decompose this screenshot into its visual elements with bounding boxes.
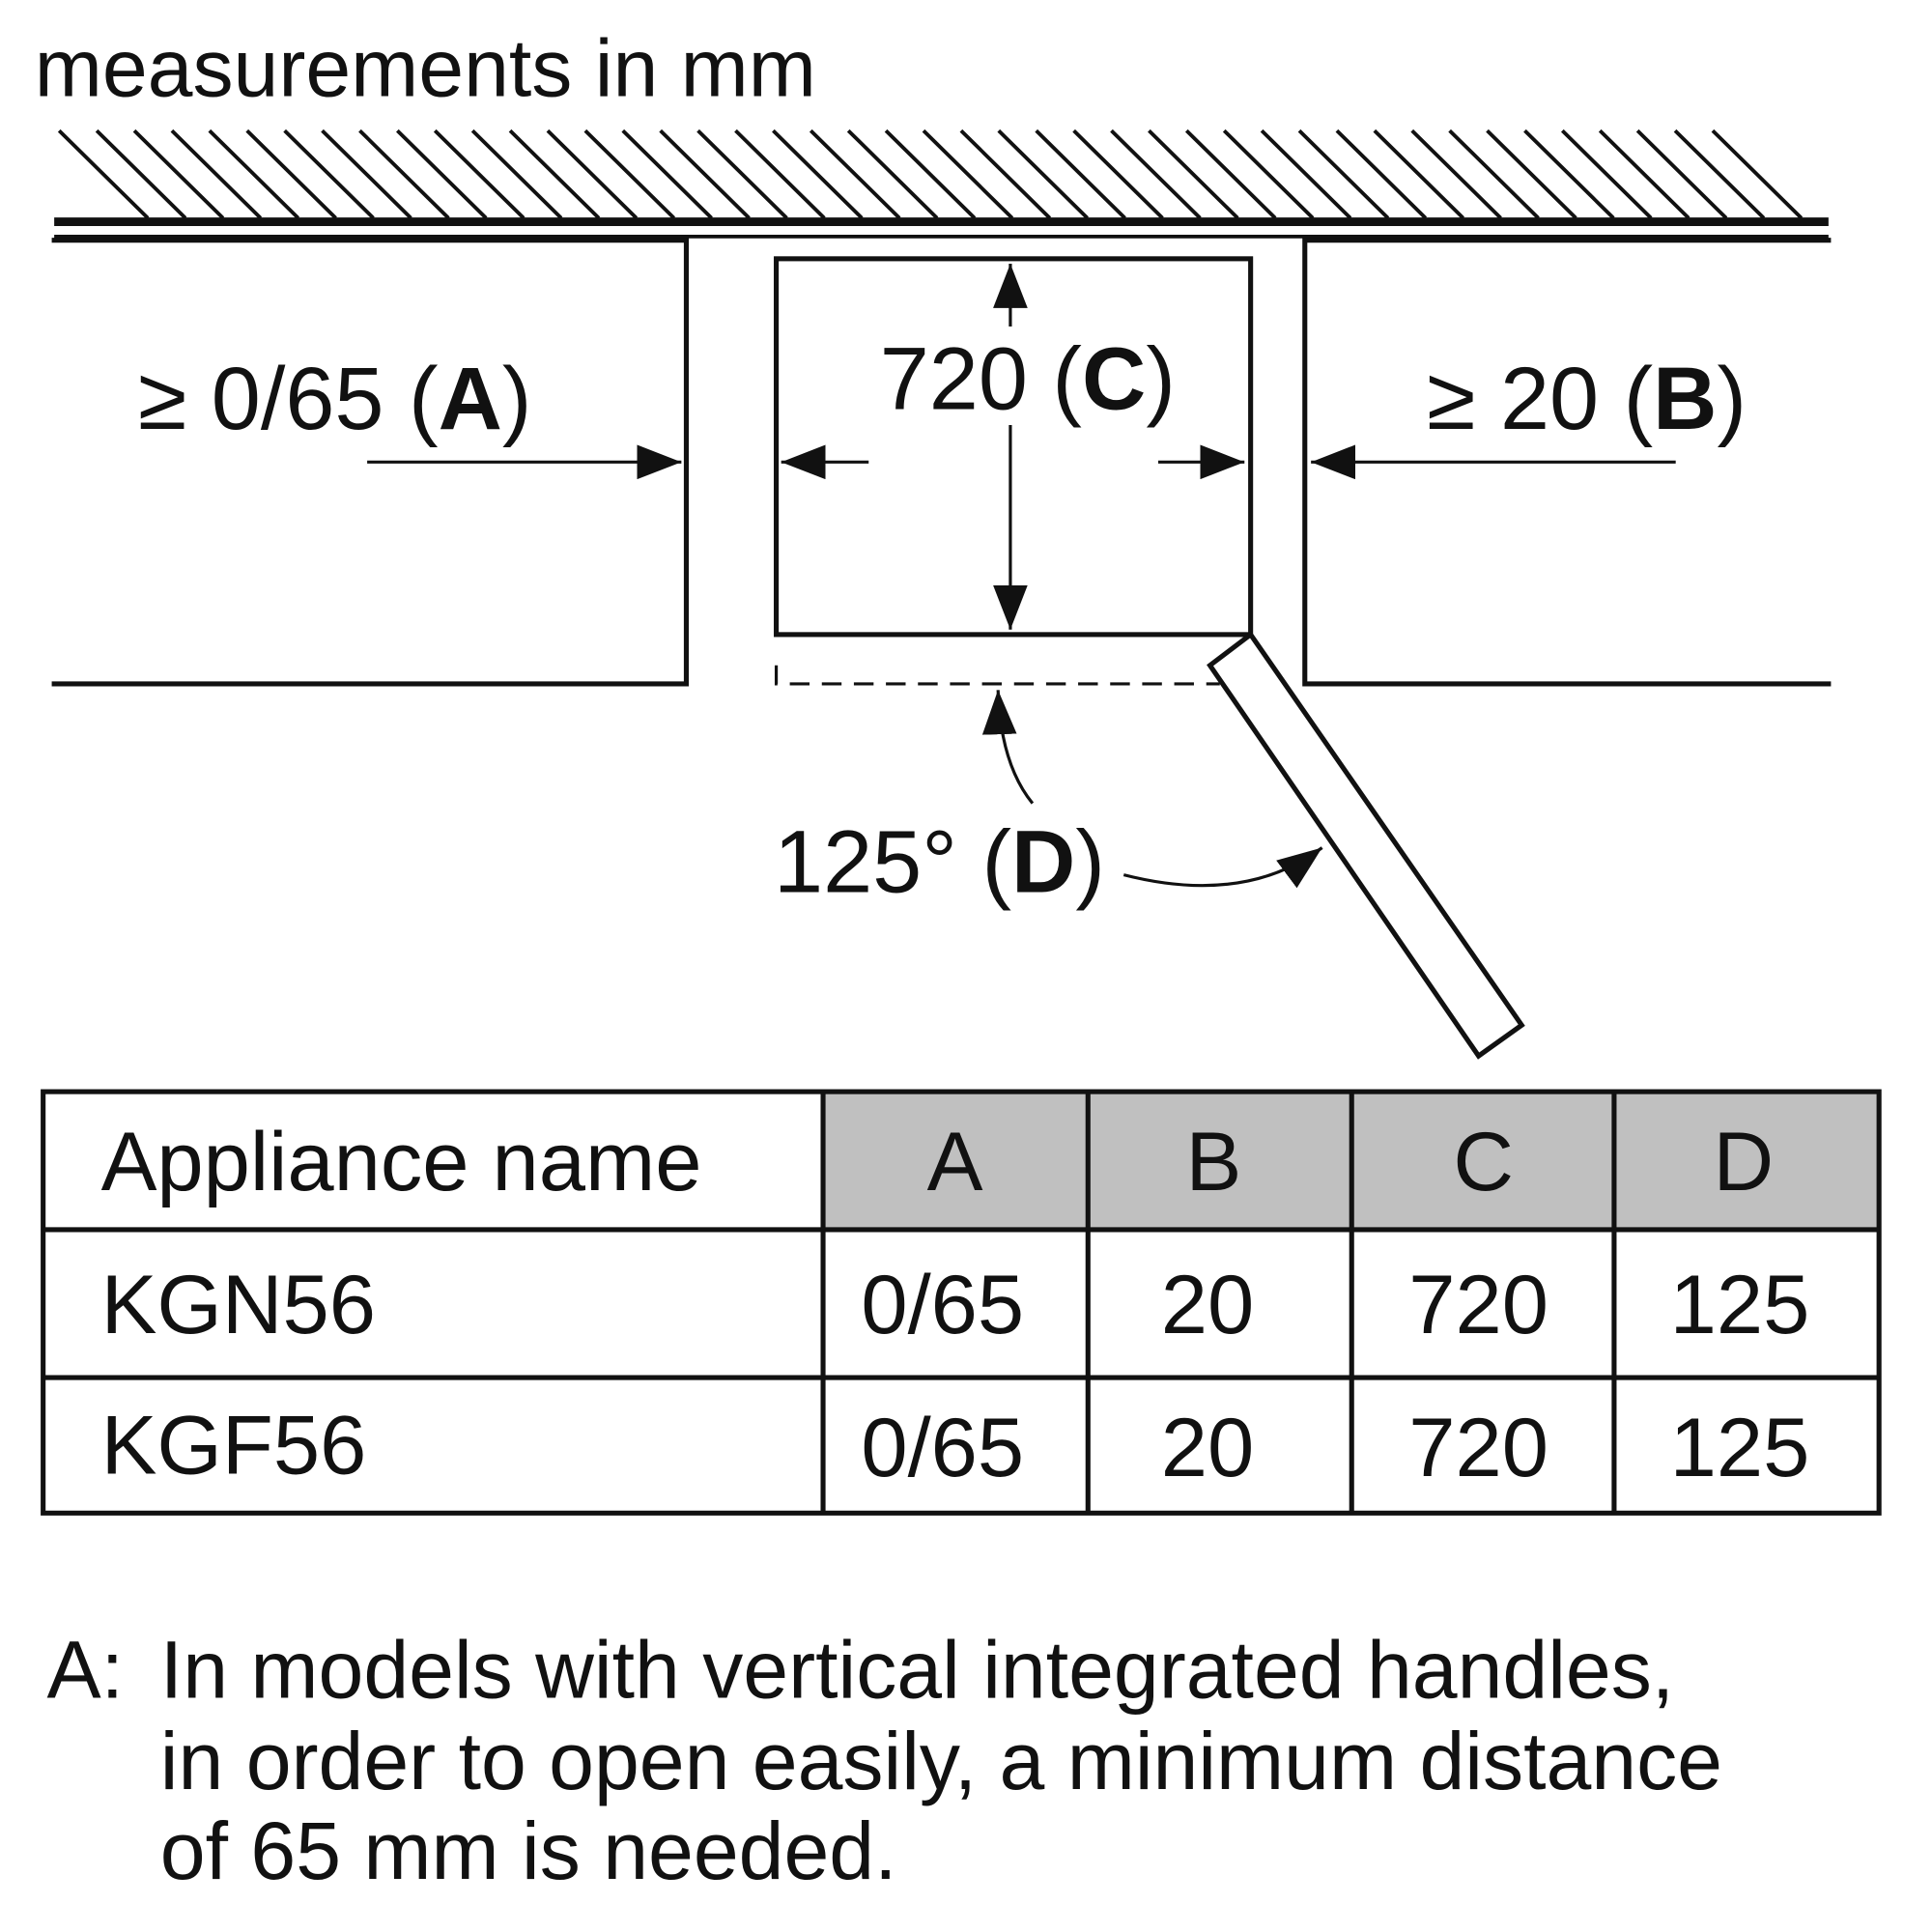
hatch-line <box>245 128 337 220</box>
hatch-line <box>734 128 826 220</box>
arrow-d-end <box>1122 846 1323 889</box>
hatch-line <box>696 128 788 220</box>
header-d: D <box>1714 1115 1775 1208</box>
hatch-line <box>884 128 977 220</box>
label-a: ≥ 0/65 (A) <box>138 350 532 448</box>
header-c: C <box>1453 1115 1514 1208</box>
hatch-line <box>1148 128 1239 220</box>
cell-a: 0/65 <box>861 1401 1024 1494</box>
header-a: A <box>927 1115 983 1208</box>
hatch-line <box>1448 128 1540 220</box>
hatch-line <box>1297 128 1390 220</box>
header-appliance-name: Appliance name <box>101 1115 702 1208</box>
hatch-line <box>57 128 150 220</box>
fridge-body <box>774 256 1254 638</box>
hatch-line <box>583 128 676 220</box>
label-d: 125° (D) <box>774 812 1105 911</box>
hatch-line <box>959 128 1052 220</box>
hatch-line <box>809 128 901 220</box>
label-c: 720 (C) <box>880 329 1176 428</box>
table-row: KGF56 0/65 20 720 125 <box>101 1399 1810 1495</box>
door-closed-outline <box>774 665 1220 686</box>
measurements-title: measurements in mm <box>35 22 816 113</box>
hatch-line <box>1711 128 1804 220</box>
hatch-line <box>170 128 263 220</box>
label-b: ≥ 20 (B) <box>1427 350 1747 448</box>
cell-name: KGF56 <box>101 1399 367 1492</box>
cell-d: 125 <box>1670 1401 1810 1494</box>
hatch-line <box>1110 128 1202 220</box>
hatch-line <box>1561 128 1653 220</box>
hatch-line <box>1184 128 1277 220</box>
hatch-line <box>358 128 450 220</box>
table-row: KGN56 0/65 20 720 125 <box>101 1258 1810 1351</box>
hatch-line <box>1035 128 1126 220</box>
hatch-line <box>132 128 225 220</box>
hatch-line <box>659 128 751 220</box>
hatch-line <box>1486 128 1577 220</box>
footnote-line: in order to open easily, a minimum dista… <box>160 1716 1722 1806</box>
hatch-line <box>546 128 639 220</box>
footnote-line: In models with vertical integrated handl… <box>160 1625 1674 1716</box>
hatch-line <box>208 128 300 220</box>
cell-b: 20 <box>1161 1401 1254 1494</box>
hatch-line <box>321 128 412 220</box>
hatch-line <box>1523 128 1615 220</box>
hatch-line <box>1635 128 1728 220</box>
hatch-line <box>1410 128 1502 220</box>
cell-d: 125 <box>1670 1258 1810 1351</box>
footnote: A: In models with vertical integrated ha… <box>46 1625 1722 1897</box>
cell-c: 720 <box>1408 1258 1548 1351</box>
hatch-line <box>470 128 563 220</box>
cell-a: 0/65 <box>861 1258 1024 1351</box>
hatch-line <box>1260 128 1352 220</box>
hatch-line <box>997 128 1089 220</box>
dimensions-table: Appliance name A B C D KGN56 0/65 20 720… <box>41 1089 1882 1516</box>
hatch-line <box>1673 128 1766 220</box>
hatch-line <box>772 128 864 220</box>
cell-name: KGN56 <box>101 1258 376 1351</box>
hatch-line <box>1222 128 1315 220</box>
header-b: B <box>1185 1115 1241 1208</box>
hatch-line <box>396 128 488 220</box>
hatch-line <box>1598 128 1690 220</box>
arrow-d-start <box>981 690 1035 805</box>
hatch-line <box>508 128 601 220</box>
hatch-line <box>283 128 375 220</box>
hatch-line <box>433 128 526 220</box>
hatch-line <box>621 128 713 220</box>
left-cabinet <box>51 238 690 687</box>
hatch-line <box>1335 128 1428 220</box>
hatch-line <box>1373 128 1465 220</box>
hatch-line <box>1072 128 1164 220</box>
hatch-line <box>846 128 939 220</box>
hatch-line <box>95 128 187 220</box>
footnote-line: of 65 mm is needed. <box>160 1805 897 1896</box>
hatch-line <box>922 128 1014 220</box>
cell-b: 20 <box>1161 1258 1254 1351</box>
wall-hatching <box>57 128 1804 220</box>
cell-c: 720 <box>1408 1401 1548 1494</box>
footnote-marker: A: <box>46 1625 124 1716</box>
right-cabinet <box>1302 238 1832 687</box>
open-door <box>1207 631 1525 1060</box>
